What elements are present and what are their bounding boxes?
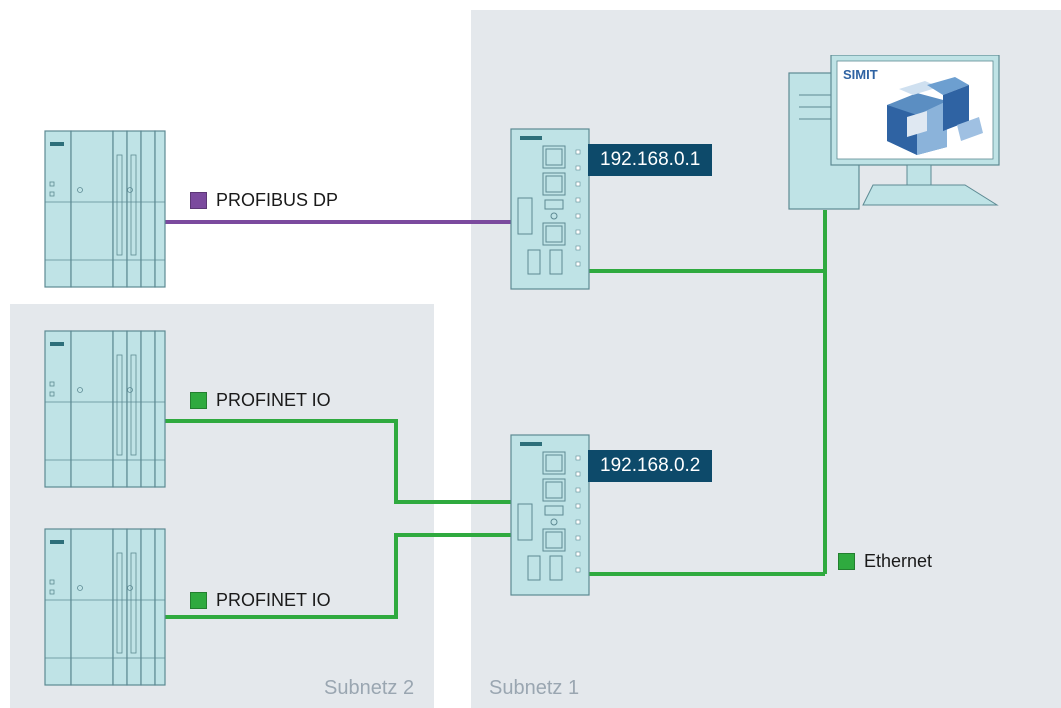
simit-computer: SIMIT bbox=[788, 55, 1000, 210]
gateway-device-2 bbox=[510, 434, 590, 596]
ip-label-gateway-2: 192.168.0.2 bbox=[588, 450, 713, 482]
plc-rack-3 bbox=[44, 528, 166, 686]
subnet-1-label: Subnetz 1 bbox=[489, 677, 580, 699]
legend-profibus: PROFIBUS DP bbox=[190, 190, 338, 211]
subnet-2-label: Subnetz 2 bbox=[324, 677, 415, 699]
plc-rack-2 bbox=[44, 330, 166, 488]
gateway-device-1 bbox=[510, 128, 590, 290]
simit-logo-text: SIMIT bbox=[843, 67, 878, 82]
simit-cube-icon bbox=[887, 77, 983, 155]
profinet-swatch bbox=[190, 592, 207, 609]
legend-profinet-1: PROFINET IO bbox=[190, 390, 331, 411]
legend-profinet-1-label: PROFINET IO bbox=[216, 390, 331, 410]
profinet-line-2 bbox=[164, 533, 512, 619]
legend-profibus-label: PROFIBUS DP bbox=[216, 190, 339, 210]
ip-label-gateway-1: 192.168.0.1 bbox=[588, 144, 713, 176]
legend-profinet-2: PROFINET IO bbox=[190, 590, 331, 611]
plc-rack-1 bbox=[44, 130, 166, 288]
legend-profinet-2-label: PROFINET IO bbox=[216, 590, 331, 610]
legend-ethernet: Ethernet bbox=[838, 551, 932, 572]
profinet-line-1 bbox=[164, 419, 512, 504]
profinet-swatch bbox=[190, 392, 207, 409]
legend-ethernet-label: Ethernet bbox=[864, 551, 933, 571]
profibus-swatch bbox=[190, 192, 207, 209]
ethernet-swatch bbox=[838, 553, 855, 570]
